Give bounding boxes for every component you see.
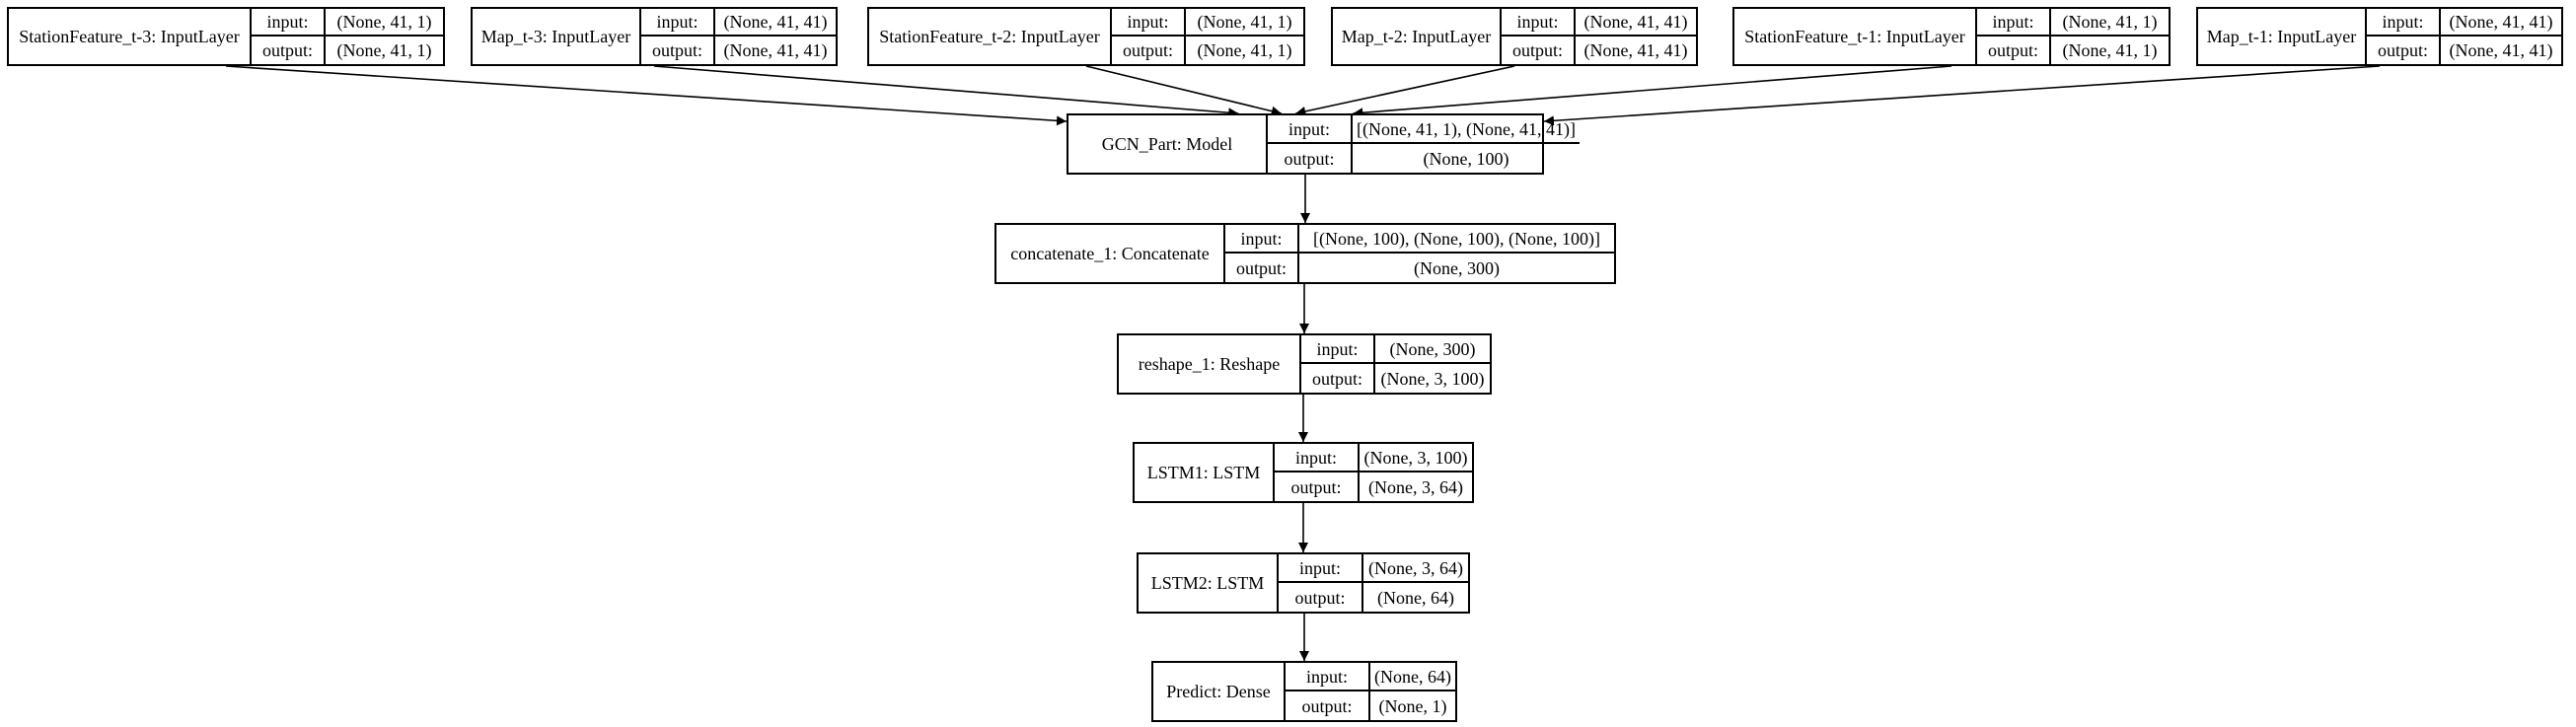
output-shape: (None, 41, 41) [1583, 40, 1688, 60]
shape-table: input: (None, 41, 41) output: (None, 41,… [2367, 9, 2561, 64]
shape-table: input: (None, 41, 1) output: (None, 41, … [252, 9, 443, 64]
output-shape: (None, 3, 64) [1368, 476, 1463, 497]
node-label: reshape_1: Reshape [1119, 335, 1301, 393]
edge-map_t1-to-gcn [1543, 65, 2381, 126]
input-shape: (None, 41, 1) [2062, 12, 2158, 32]
input-shape: (None, 41, 1) [336, 12, 432, 32]
output-shape: (None, 64) [1377, 587, 1454, 608]
input-key: input: [1502, 9, 1576, 35]
node-map-t2: Map_t-2: InputLayer input: (None, 41, 41… [1331, 7, 1698, 66]
node-label: concatenate_1: Concatenate [996, 225, 1225, 282]
output-key: output: [641, 36, 715, 64]
output-key: output: [1268, 144, 1353, 173]
output-shape: (None, 1) [1378, 695, 1447, 716]
input-key: input: [1301, 335, 1375, 362]
input-shape: [(None, 41, 1), (None, 41, 41)] [1357, 118, 1576, 139]
shape-table: input: (None, 3, 100) output: (None, 3, … [1275, 444, 1472, 501]
output-key: output: [1225, 254, 1299, 282]
shape-table: input: (None, 41, 1) output: (None, 41, … [1112, 9, 1303, 64]
shape-table: input: (None, 41, 41) output: (None, 41,… [641, 9, 836, 64]
input-shape: (None, 41, 41) [2449, 12, 2553, 32]
input-key: input: [252, 9, 326, 35]
shape-table: input: [(None, 41, 1), (None, 41, 41)] o… [1268, 115, 1580, 173]
input-shape: [(None, 100), (None, 100), (None, 100)] [1313, 228, 1600, 249]
input-shape: (None, 3, 64) [1368, 557, 1463, 578]
input-key: input: [1286, 663, 1370, 690]
output-shape: (None, 41, 41) [2449, 40, 2553, 60]
output-shape: (None, 41, 1) [336, 40, 432, 60]
output-shape: (None, 300) [1414, 257, 1500, 278]
input-shape: (None, 300) [1389, 338, 1476, 359]
output-key: output: [1279, 583, 1363, 612]
node-label: Map_t-3: InputLayer [473, 9, 641, 64]
node-label: LSTM1: LSTM [1135, 444, 1275, 501]
node-label: LSTM2: LSTM [1139, 554, 1279, 612]
node-map-t1: Map_t-1: InputLayer input: (None, 41, 41… [2196, 7, 2563, 66]
output-shape: (None, 41, 1) [2062, 40, 2158, 60]
output-key: output: [1977, 36, 2051, 64]
input-shape: (None, 41, 41) [723, 12, 828, 32]
node-label: StationFeature_t-3: InputLayer [9, 9, 252, 64]
node-label: StationFeature_t-2: InputLayer [869, 9, 1112, 64]
input-key: input: [1112, 9, 1186, 35]
shape-table: input: (None, 3, 64) output: (None, 64) [1279, 554, 1468, 612]
output-key: output: [2367, 36, 2441, 64]
node-stationfeature-t1: StationFeature_t-1: InputLayer input: (N… [1732, 7, 2171, 66]
output-key: output: [1275, 473, 1360, 501]
input-key: input: [641, 9, 715, 35]
output-key: output: [1301, 364, 1375, 393]
node-map-t3: Map_t-3: InputLayer input: (None, 41, 41… [471, 7, 838, 66]
node-label: Map_t-2: InputLayer [1333, 9, 1502, 64]
output-shape: (None, 3, 100) [1380, 368, 1485, 389]
output-shape: (None, 41, 1) [1197, 40, 1292, 60]
node-label: Map_t-1: InputLayer [2198, 9, 2367, 64]
node-stationfeature-t2: StationFeature_t-2: InputLayer input: (N… [867, 7, 1305, 66]
edge-map_t3-to-gcn [653, 65, 1239, 118]
edge-station_t3-to-gcn [225, 65, 1067, 126]
output-key: output: [1286, 691, 1370, 720]
node-stationfeature-t3: StationFeature_t-3: InputLayer input: (N… [7, 7, 445, 66]
input-key: input: [1977, 9, 2051, 35]
input-key: input: [1268, 115, 1353, 142]
node-gcn-part: GCN_Part: Model input: [(None, 41, 1), (… [1067, 113, 1580, 175]
input-shape: (None, 41, 41) [1583, 12, 1688, 32]
node-predict: Predict: Dense input: (None, 64) output:… [1151, 661, 1457, 722]
node-reshape: reshape_1: Reshape input: (None, 300) ou… [1117, 333, 1492, 395]
input-key: input: [1279, 554, 1363, 581]
input-key: input: [1275, 444, 1360, 471]
input-shape: (None, 3, 100) [1363, 447, 1468, 468]
node-lstm2: LSTM2: LSTM input: (None, 3, 64) output:… [1137, 552, 1470, 614]
input-shape: (None, 64) [1374, 666, 1451, 687]
shape-table: input: (None, 41, 1) output: (None, 41, … [1977, 9, 2169, 64]
node-label: StationFeature_t-1: InputLayer [1734, 9, 1977, 64]
output-shape: (None, 41, 41) [723, 40, 828, 60]
node-lstm1: LSTM1: LSTM input: (None, 3, 100) output… [1133, 442, 1474, 503]
shape-table: input: (None, 300) output: (None, 3, 100… [1301, 335, 1490, 393]
output-key: output: [252, 36, 326, 64]
shape-table: input: (None, 64) output: (None, 1) [1286, 663, 1455, 720]
input-key: input: [2367, 9, 2441, 35]
output-key: output: [1112, 36, 1186, 64]
node-concatenate: concatenate_1: Concatenate input: [(None… [994, 223, 1616, 284]
input-key: input: [1225, 225, 1299, 252]
output-shape: (None, 100) [1423, 148, 1509, 169]
output-key: output: [1502, 36, 1576, 64]
node-label: GCN_Part: Model [1068, 115, 1268, 173]
shape-table: input: [(None, 100), (None, 100), (None,… [1225, 225, 1614, 282]
edge-station_t1-to-gcn [1353, 65, 1952, 118]
edge-station_t2-to-gcn [1085, 65, 1282, 116]
node-label: Predict: Dense [1153, 663, 1286, 720]
shape-table: input: (None, 41, 41) output: (None, 41,… [1502, 9, 1696, 64]
edge-map_t2-to-gcn [1295, 65, 1515, 116]
input-shape: (None, 41, 1) [1197, 12, 1292, 32]
